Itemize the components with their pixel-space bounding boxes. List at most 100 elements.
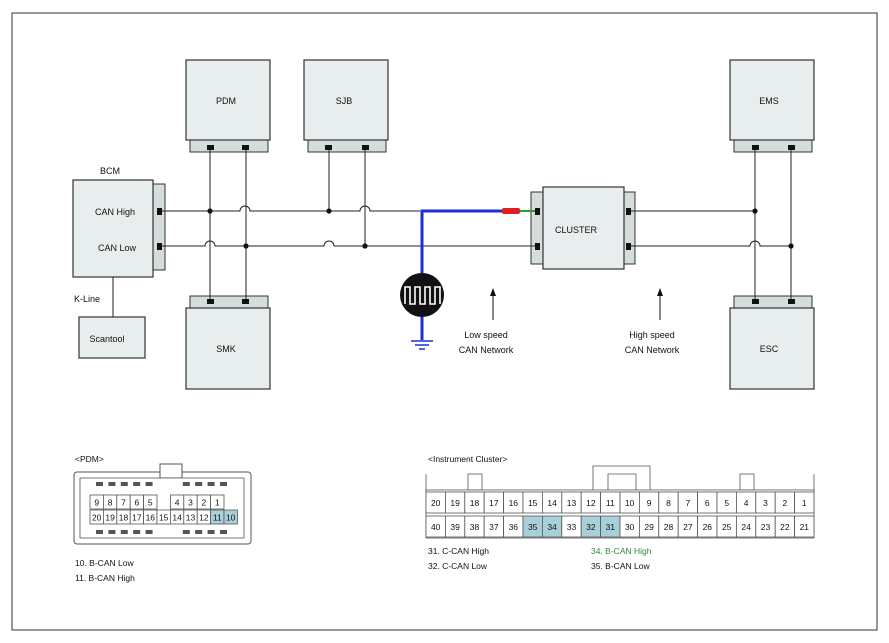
cluster-pin-number: 25 — [722, 522, 732, 532]
ems-label: EMS — [759, 96, 779, 106]
low-speed-label-2: CAN Network — [459, 345, 514, 355]
bcm-can-high-label: CAN High — [95, 207, 135, 217]
frame-border — [11, 12, 878, 631]
pdm-connector-teeth — [96, 482, 227, 534]
scantool-label: Scantool — [89, 334, 124, 344]
oscilloscope-probe — [400, 208, 535, 350]
cluster-pin-number: 34 — [547, 522, 557, 532]
pdm-pin-number: 11 — [213, 513, 222, 523]
pdm-latch-tooth — [195, 530, 203, 534]
cluster-pin-cell — [794, 491, 815, 514]
pdm-latch-tooth — [182, 530, 190, 534]
cluster-pin-number: 35 — [528, 522, 538, 532]
cluster-pin-number: 19 — [450, 498, 460, 508]
pdm-pin-number: 14 — [172, 513, 182, 523]
pdm-latch-tooth — [195, 482, 203, 486]
cluster-pin-number: 4 — [744, 498, 749, 508]
pdm-latch-tooth — [120, 530, 128, 534]
pdm-pin-cell — [223, 509, 238, 525]
cluster-pin-number: 17 — [489, 498, 499, 508]
high-speed-network: High speed CAN Network — [625, 288, 680, 355]
cluster-module: CLUSTER — [530, 186, 636, 270]
high-speed-label-1: High speed — [629, 330, 675, 340]
cluster-pin-number: 12 — [586, 498, 596, 508]
cluster-pin-number: 15 — [528, 498, 538, 508]
cluster-pin-number: 18 — [470, 498, 480, 508]
pdm-latch-tooth — [120, 482, 128, 486]
bcm-can-low-label: CAN Low — [98, 243, 137, 253]
pdm-latch-tooth — [207, 530, 215, 534]
pdm-pin-number: 3 — [188, 498, 193, 508]
pdm-label: PDM — [216, 96, 236, 106]
cluster-label: CLUSTER — [555, 225, 598, 235]
cluster-pin-number: 13 — [567, 498, 577, 508]
cluster-pin-number: 16 — [509, 498, 519, 508]
cluster-pin-number: 3 — [763, 498, 768, 508]
cluster-pin-number: 8 — [666, 498, 671, 508]
cluster-pin-number: 39 — [450, 522, 460, 532]
cluster-pin-number: 40 — [431, 522, 441, 532]
low-speed-network: Low speed CAN Network — [459, 288, 514, 355]
pdm-pin-number: 16 — [146, 513, 156, 523]
pdm-pin-number: 5 — [148, 498, 153, 508]
pdm-pin-number: 2 — [202, 498, 207, 508]
pdm-module: PDM — [185, 59, 271, 153]
arrow-up-icon — [657, 288, 663, 296]
bcm-module: BCM CAN High CAN Low — [72, 166, 166, 278]
pdm-pin-number: 8 — [108, 498, 113, 508]
smk-label: SMK — [216, 344, 236, 354]
low-speed-label-1: Low speed — [464, 330, 508, 340]
pdm-pin-number: 9 — [94, 498, 99, 508]
oscilloscope-icon — [400, 273, 444, 317]
cluster-legend-32: 32. C-CAN Low — [428, 561, 488, 571]
cluster-pin-number: 20 — [431, 498, 441, 508]
scantool-module: K-Line Scantool — [74, 277, 146, 359]
pdm-latch-tooth — [133, 482, 141, 486]
pdm-latch-tooth — [108, 530, 116, 534]
cluster-legend-35: 35. B-CAN Low — [591, 561, 650, 571]
pdm-latch-tooth — [207, 482, 215, 486]
cluster-pin-number: 2 — [783, 498, 788, 508]
cluster-pin-number: 37 — [489, 522, 499, 532]
pdm-latch-tooth — [220, 530, 227, 534]
cluster-pin-number: 30 — [625, 522, 635, 532]
cluster-pin-number: 22 — [780, 522, 790, 532]
cluster-pin-number: 14 — [547, 498, 557, 508]
cluster-pin-number: 5 — [724, 498, 729, 508]
cluster-pin-number: 23 — [761, 522, 771, 532]
pdm-pin-number: 12 — [199, 513, 209, 523]
pdm-pin-cell — [143, 494, 158, 510]
pdm-pin-number: 13 — [186, 513, 196, 523]
ground-icon — [411, 340, 433, 350]
ems-module: EMS — [729, 59, 815, 153]
pdm-legend-2: 11. B-CAN High — [75, 573, 135, 583]
pdm-latch-tooth — [96, 530, 103, 534]
sjb-label: SJB — [336, 96, 353, 106]
pdm-pin-number: 4 — [175, 498, 180, 508]
cluster-pin-number: 11 — [606, 498, 615, 508]
cluster-legend-31: 31. C-CAN High — [428, 546, 489, 556]
cluster-pin-number: 36 — [509, 522, 519, 532]
pdm-latch-tooth — [145, 530, 153, 534]
pdm-latch-tooth — [145, 482, 153, 486]
pdm-pin-number: 20 — [92, 513, 102, 523]
pdm-pin-number: 10 — [226, 513, 236, 523]
cluster-legend-34: 34. B-CAN High — [591, 546, 652, 556]
cluster-pin-number: 31 — [606, 522, 616, 532]
kline-label: K-Line — [74, 294, 100, 304]
high-speed-label-2: CAN Network — [625, 345, 680, 355]
pdm-legend-1: 10. B-CAN Low — [75, 558, 134, 568]
cluster-pin-number: 32 — [586, 522, 596, 532]
cluster-pin-number: 28 — [664, 522, 674, 532]
cluster-pin-number: 24 — [741, 522, 751, 532]
cluster-pin-number: 27 — [683, 522, 693, 532]
can-wiring — [162, 150, 794, 299]
smk-module: SMK — [185, 295, 271, 390]
cluster-pin-number: 7 — [686, 498, 691, 508]
cluster-pin-number: 33 — [567, 522, 577, 532]
